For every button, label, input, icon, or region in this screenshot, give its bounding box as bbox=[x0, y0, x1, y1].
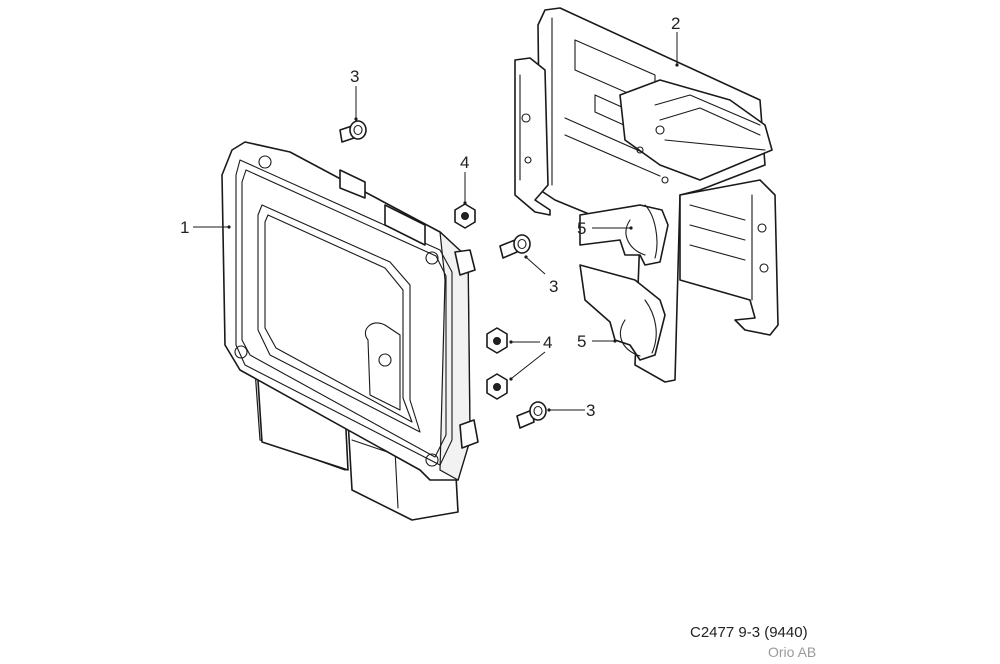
nut-middle bbox=[486, 327, 508, 354]
callout-3-top: 3 bbox=[350, 67, 359, 86]
screw-top bbox=[339, 120, 367, 143]
callout-1: 1 bbox=[180, 218, 189, 237]
nut-top bbox=[454, 203, 476, 229]
control-module bbox=[221, 141, 479, 521]
spring-clip-lower bbox=[579, 264, 666, 361]
callout-4-bottom: 4 bbox=[543, 333, 552, 352]
callout-3-bottom: 3 bbox=[586, 401, 595, 420]
callout-2: 2 bbox=[671, 14, 680, 33]
spring-clip-upper bbox=[579, 204, 669, 266]
screw-middle bbox=[499, 234, 531, 259]
callout-5-upper: 5 bbox=[577, 219, 586, 238]
mounting-bracket bbox=[514, 7, 779, 383]
callout-3-middle: 3 bbox=[549, 277, 558, 296]
callout-5-lower: 5 bbox=[577, 332, 586, 351]
nut-bottom bbox=[486, 373, 508, 400]
callout-4-top: 4 bbox=[460, 153, 469, 172]
screw-bottom bbox=[516, 401, 547, 429]
leader-lines bbox=[193, 32, 679, 412]
company-name: Orio AB bbox=[768, 644, 817, 660]
diagram-reference-code: C2477 9-3 (9440) bbox=[690, 624, 808, 641]
